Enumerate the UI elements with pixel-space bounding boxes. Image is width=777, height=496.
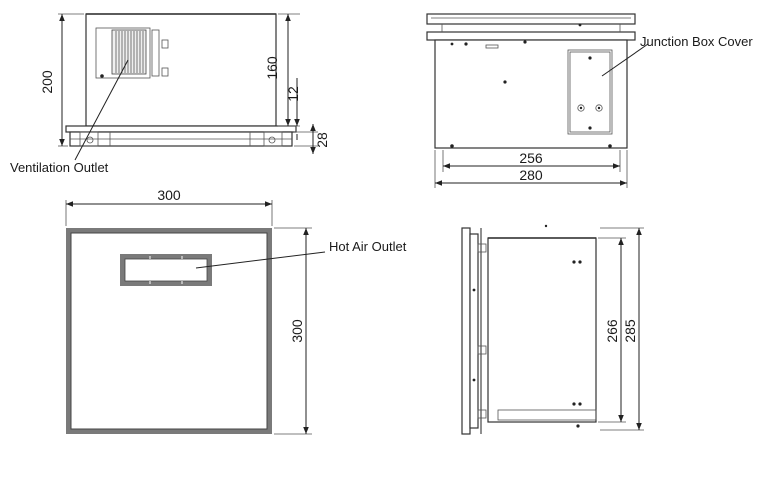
dim-right-inner-height: 266 bbox=[604, 319, 620, 343]
hot-air-outlet-label: Hot Air Outlet bbox=[329, 239, 407, 254]
dim-front-width: 300 bbox=[157, 187, 181, 203]
top-view: Junction Box Cover 256 280 bbox=[426, 13, 753, 188]
side-slot-upper bbox=[161, 39, 169, 49]
ventilation-outlet-leader bbox=[74, 59, 129, 161]
right-view-frame bbox=[469, 233, 479, 429]
junction-box-cover bbox=[567, 49, 613, 135]
dim-front-height: 300 bbox=[289, 319, 305, 343]
side-flange-top bbox=[65, 125, 297, 133]
ventilation-outlet-label: Ventilation Outlet bbox=[10, 160, 109, 175]
right-view-body bbox=[487, 237, 597, 423]
dim-right-outer-height: 285 bbox=[622, 319, 638, 343]
junction-box-leader bbox=[601, 43, 649, 77]
side-view: 200 160 12 28 Ventilation Outlet bbox=[10, 13, 330, 175]
dim-side-flange: 28 bbox=[314, 132, 330, 148]
side-slot-lower bbox=[161, 67, 169, 77]
dim-top-outer-width: 280 bbox=[519, 167, 543, 183]
dim-side-body-height: 160 bbox=[264, 56, 280, 80]
top-view-frame bbox=[426, 31, 636, 41]
top-view-body bbox=[434, 39, 628, 149]
dim-top-inner-width: 256 bbox=[519, 150, 543, 166]
ventilation-fan-blades bbox=[111, 29, 147, 75]
dim-side-gap: 12 bbox=[285, 86, 301, 102]
right-view-front-flange bbox=[461, 227, 471, 435]
right-side-view: 266 285 bbox=[461, 224, 644, 435]
top-view-flange bbox=[426, 13, 636, 25]
front-view: Hot Air Outlet 300 300 bbox=[65, 187, 407, 435]
dim-side-total-height: 200 bbox=[39, 70, 55, 94]
junction-box-cover-label: Junction Box Cover bbox=[640, 34, 753, 49]
fan-housing bbox=[95, 27, 151, 79]
